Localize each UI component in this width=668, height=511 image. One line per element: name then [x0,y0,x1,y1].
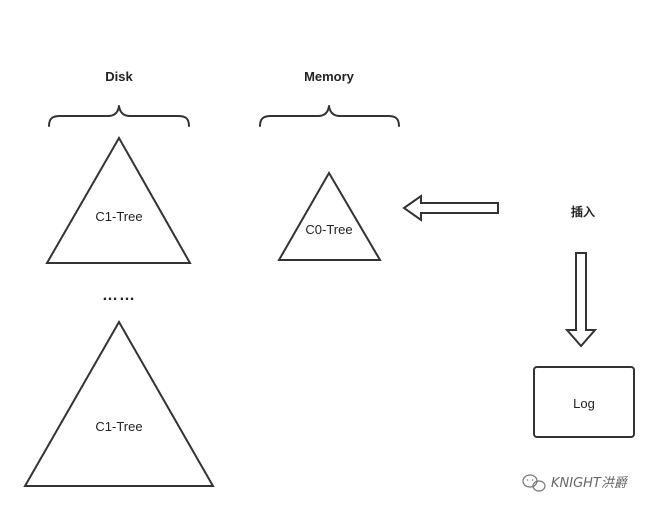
c1-tree-bottom-label: C1-Tree [95,419,142,434]
log-arrow-down [564,252,598,348]
disk-brace [48,105,190,127]
insert-arrow-left [402,194,499,222]
watermark-text: KNIGHT洪爵 [551,476,629,491]
log-box [533,366,635,438]
memory-brace [259,105,400,127]
c1-tree-bottom-triangle [23,319,215,487]
log-label: Log [573,396,595,411]
c1-tree-top-triangle [45,135,192,264]
c0-tree-triangle [277,171,382,261]
memory-label: Memory [304,69,355,84]
ellipsis: …… [102,287,136,304]
disk-label: Disk [105,69,133,84]
c0-tree-label: C0-Tree [305,222,352,237]
wechat-icon [522,474,546,492]
insert-label: 插入 [571,204,595,219]
c1-tree-top-label: C1-Tree [95,209,142,224]
